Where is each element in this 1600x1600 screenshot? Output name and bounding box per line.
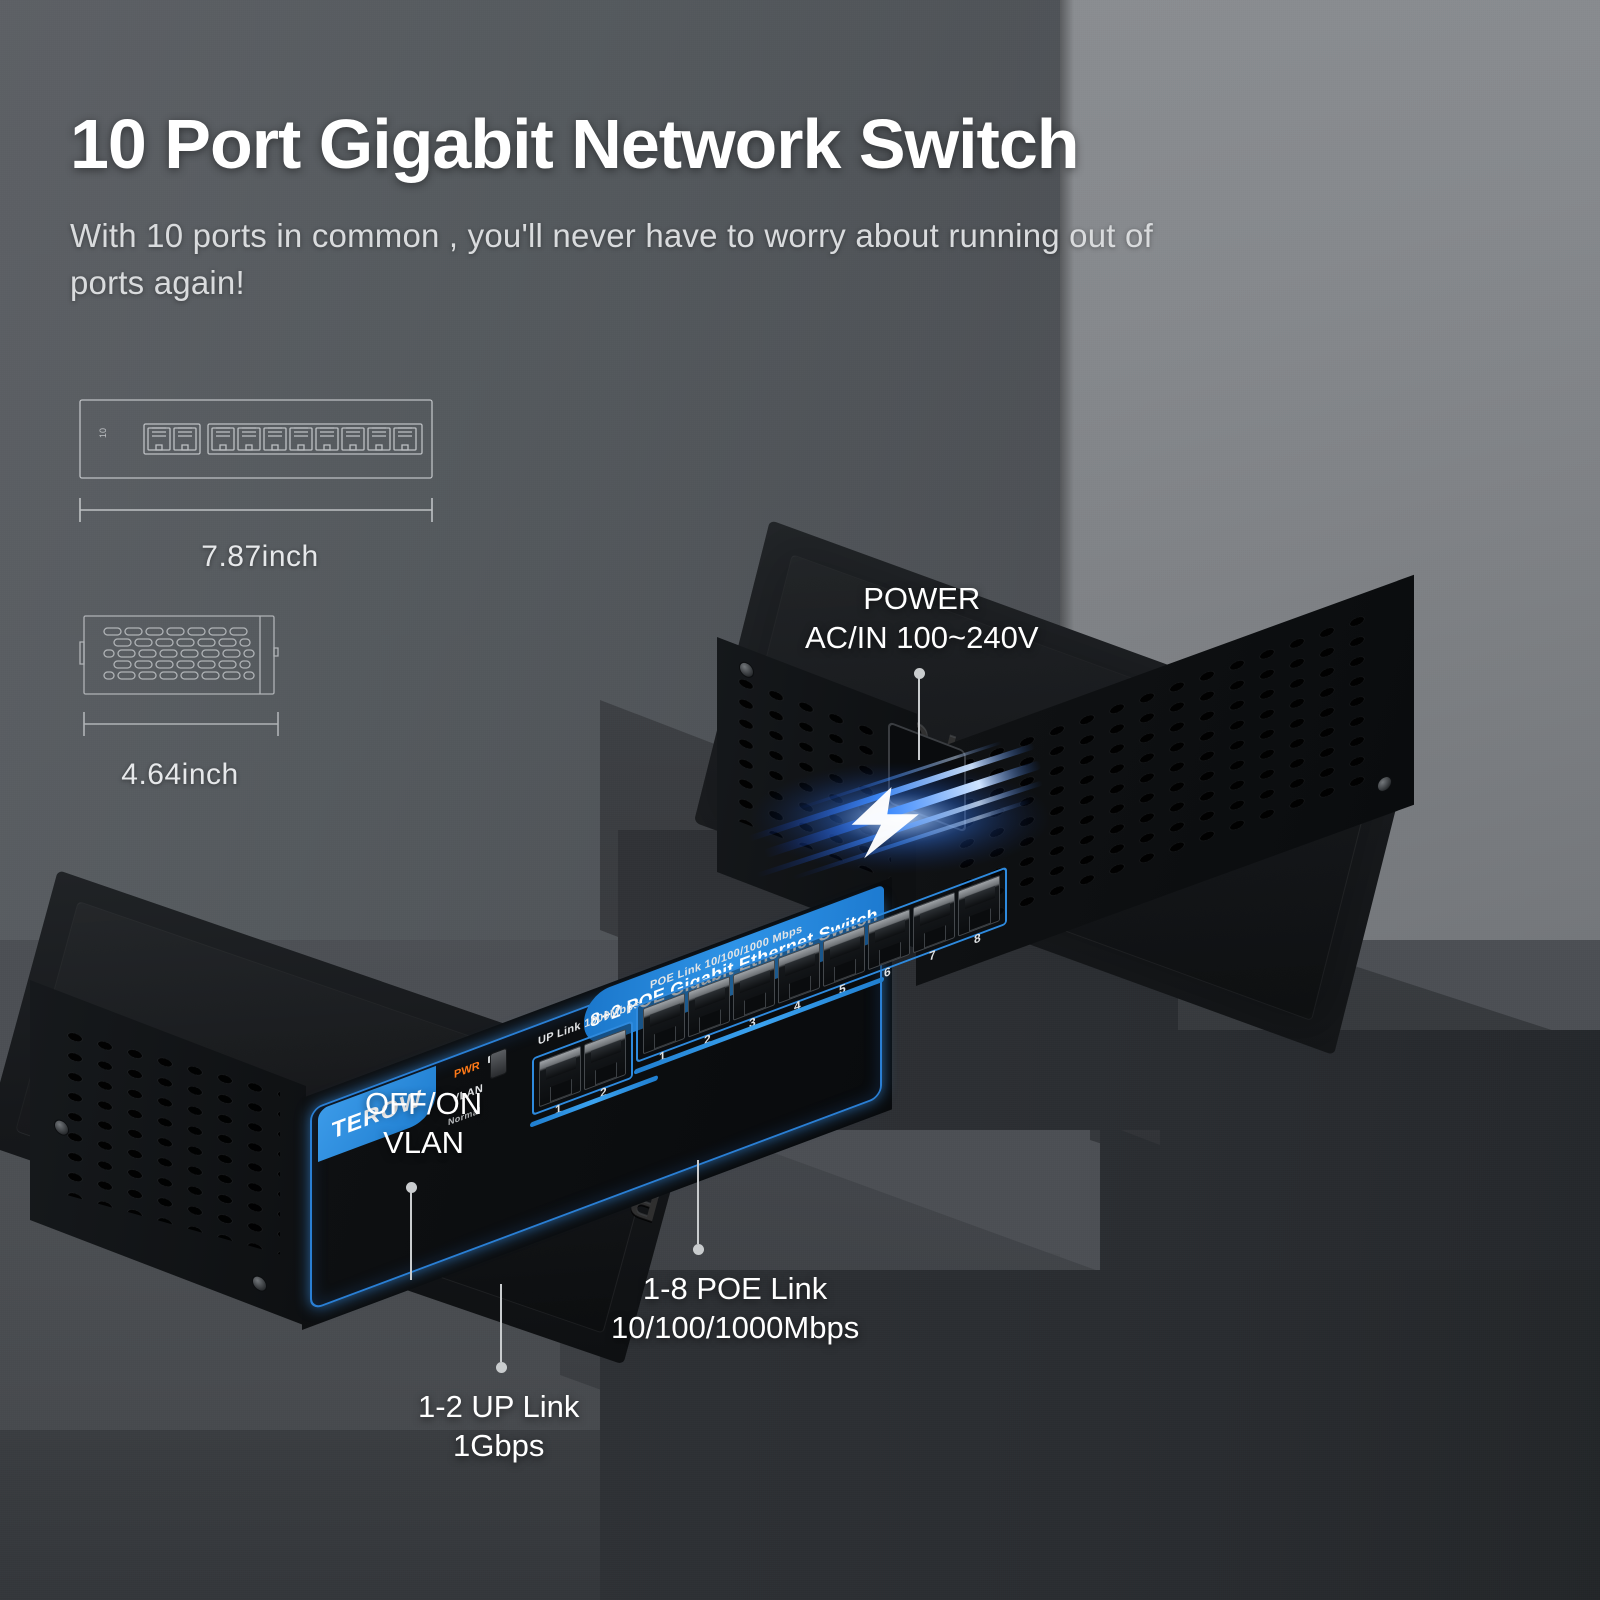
callout-power-line2: AC/IN 100~240V	[805, 619, 1039, 655]
power-glow-effect	[740, 730, 1080, 900]
uplink-port-2[interactable]: 2	[584, 1028, 626, 1101]
rj45-jack-icon	[868, 908, 910, 971]
header-block: 10 Port Gigabit Network Switch With 10 p…	[70, 105, 1410, 307]
poe-port-4[interactable]: 4	[778, 942, 820, 1014]
callout-poe-line2: 10/100/1000Mbps	[611, 1309, 860, 1345]
leader-poe-dot	[692, 1244, 704, 1255]
rj45-jack-icon	[688, 975, 730, 1038]
page-title: 10 Port Gigabit Network Switch	[70, 105, 1080, 183]
callout-power: POWER AC/IN 100~240V	[805, 580, 1039, 658]
uplink-port-1[interactable]: 1	[539, 1045, 581, 1117]
rj45-jack-icon	[733, 959, 775, 1021]
rj45-jack-icon	[913, 891, 955, 954]
rj45-jack-icon	[643, 992, 685, 1055]
port-number-label: 6	[884, 963, 891, 981]
poe-port-1[interactable]: 1	[643, 992, 685, 1065]
switch-upper-unit: POE SWITCH	[620, 500, 1600, 1060]
dimension-width-block: 10	[70, 390, 450, 574]
side-view-drawing	[79, 615, 279, 736]
callout-vlan: OFF/ON VLAN	[365, 1085, 482, 1163]
pedestal-mid-front	[600, 1270, 1600, 1600]
leader-vlan-line	[410, 1188, 412, 1280]
callout-poe-line1: 1-8 POE Link	[642, 1271, 828, 1306]
front-view-drawing: 10	[79, 399, 433, 522]
rj45-jack-icon	[584, 1028, 626, 1091]
lightning-bolt-icon	[748, 741, 1050, 880]
depth-dimension-label: 4.64inch	[121, 758, 239, 791]
poe-port-3[interactable]: 3	[733, 959, 775, 1031]
upper-side-screw	[1377, 773, 1392, 795]
rj45-jack-icon	[823, 925, 865, 988]
poe-port-6[interactable]: 6	[868, 908, 910, 980]
port-number-label: 7	[929, 947, 936, 964]
callout-vlan-line2: VLAN	[383, 1124, 465, 1160]
port-number-label: 8	[974, 930, 981, 947]
callout-uplink-line1: 1-2 UP Link	[418, 1389, 580, 1424]
poe-port-2[interactable]: 2	[688, 975, 730, 1048]
callout-uplink: 1-2 UP Link 1Gbps	[418, 1388, 579, 1466]
lower-side-screw-bottom	[252, 1273, 267, 1294]
page-subtitle: With 10 ports in common , you'll never h…	[70, 216, 1153, 302]
dimension-depth-block: 4.64inch	[70, 608, 450, 792]
callout-uplink-line2: 1Gbps	[453, 1427, 545, 1463]
leader-poe-line	[697, 1160, 699, 1244]
width-dimension-label: 7.87inch	[201, 540, 319, 573]
leader-power-line	[918, 674, 920, 760]
callout-power-line1: POWER	[863, 581, 981, 616]
poe-port-5[interactable]: 5	[823, 925, 865, 997]
rj45-jack-icon	[958, 875, 1000, 937]
callout-vlan-line1: OFF/ON	[365, 1086, 483, 1121]
svg-text:10: 10	[98, 428, 108, 438]
dimension-diagrams: 10	[70, 390, 450, 792]
leader-vlan-dot	[405, 1182, 417, 1193]
switch-lower-unit: POE SWITCH TEROW 8+2 POE Gigabit Etherne…	[0, 860, 1007, 1400]
rj45-jack-icon	[539, 1045, 581, 1108]
leader-uplink-dot	[495, 1362, 507, 1373]
leader-power-dot	[913, 668, 925, 679]
callout-poe: 1-8 POE Link 10/100/1000Mbps	[611, 1270, 859, 1348]
poe-port-7[interactable]: 7	[913, 891, 955, 964]
poe-port-8[interactable]: 8	[958, 875, 1000, 947]
rj45-jack-icon	[778, 942, 820, 1005]
leader-uplink-line	[500, 1284, 502, 1362]
